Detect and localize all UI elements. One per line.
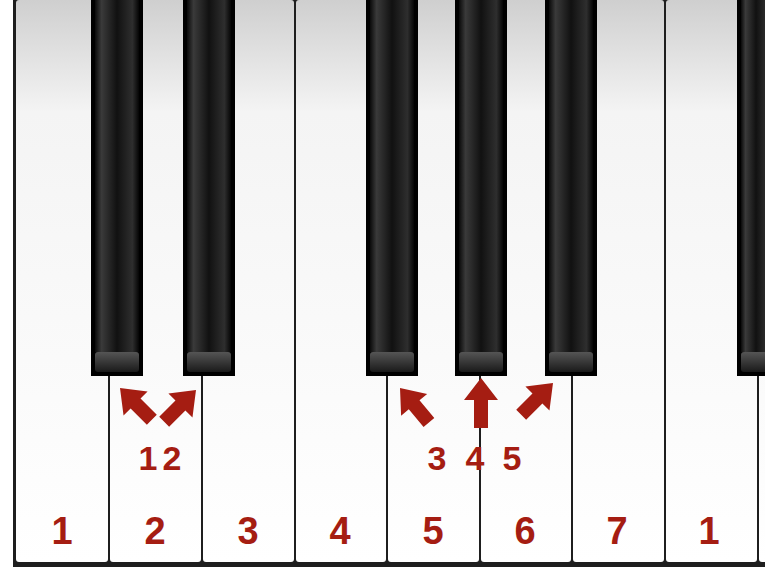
black-key-number: 5: [503, 441, 522, 475]
pointer-arrow: [464, 378, 498, 428]
pointer-arrows: [108, 371, 565, 434]
pointer-arrow: [509, 371, 565, 427]
black-key-number: 2: [163, 441, 182, 475]
white-key-number: 1: [698, 512, 719, 550]
black-key-number: 4: [466, 441, 485, 475]
key-bed: [13, 0, 765, 567]
white-key-number: 3: [237, 512, 258, 550]
white-key-number: 5: [422, 512, 443, 550]
white-key-number: 6: [514, 512, 535, 550]
white-key-number: 1: [51, 512, 72, 550]
black-key-number: 3: [428, 441, 447, 475]
white-key-number: 2: [144, 512, 165, 550]
pointer-arrow: [387, 377, 442, 433]
white-keys: [16, 0, 765, 562]
white-key-number: 7: [606, 512, 627, 550]
black-key-number: 1: [139, 441, 158, 475]
white-key-number: 4: [329, 512, 350, 550]
pointer-arrow: [108, 376, 164, 432]
pointer-arrow: [152, 378, 208, 434]
black-keys: [91, 0, 765, 376]
